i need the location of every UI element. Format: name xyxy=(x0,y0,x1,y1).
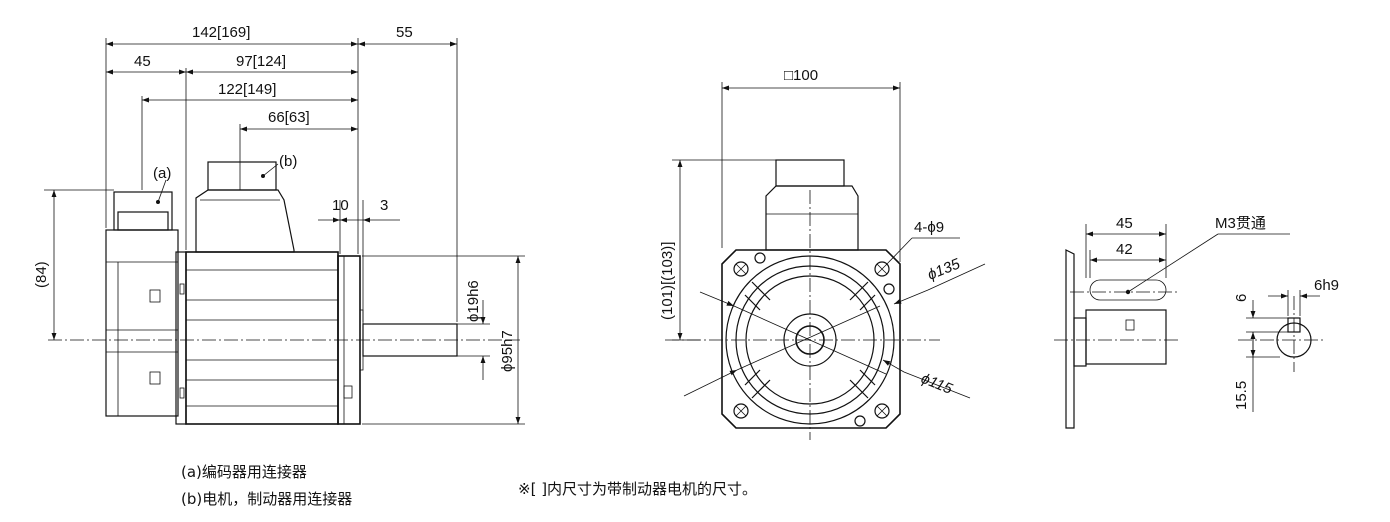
shaft-end-circle xyxy=(1276,322,1312,358)
dim-flange-circle: ϕ115 xyxy=(919,370,956,398)
encoder-connector xyxy=(113,191,173,231)
mounting-hole xyxy=(874,261,890,277)
dim-shaft-len-42: 42 xyxy=(1116,241,1133,258)
dim-shaft-len-45: 45 xyxy=(1116,215,1133,232)
flange-square xyxy=(721,249,901,429)
dim-to-motor-connector: 66[63] xyxy=(268,109,310,126)
encoder-housing xyxy=(105,229,179,417)
dim-key-depth: 15.5 xyxy=(1233,381,1250,410)
mounting-hole xyxy=(874,403,890,419)
spigot-circle xyxy=(783,313,837,367)
dim-body-length: 97[124] xyxy=(236,53,286,70)
dim-encoder-length: 45 xyxy=(134,53,151,70)
dim-spigot: 3 xyxy=(380,197,388,214)
mounting-hole xyxy=(733,261,749,277)
front-connector xyxy=(765,159,859,251)
pcd-circle xyxy=(725,255,895,425)
shaft-detail-side: 45 42 M3贯通 xyxy=(1054,215,1290,429)
dim-height-84: (84) xyxy=(33,261,50,288)
dim-holes: 4-ϕ9 xyxy=(914,219,944,236)
legend-a: (a)编码器用连接器 xyxy=(181,463,307,481)
dim-shaft-length: 55 xyxy=(396,24,413,41)
key xyxy=(1287,317,1301,333)
dim-key-width: 6h9 xyxy=(1314,277,1339,294)
callout-b: (b) xyxy=(279,153,297,170)
shaft-end xyxy=(795,325,825,355)
shaft-detail-end: 6h9 6 15.5 xyxy=(1233,277,1339,412)
side-view: 142[169] 55 45 97[124] 122[149] 66[63] 1… xyxy=(33,24,525,425)
dim-flange-thickness: 10 xyxy=(332,197,349,214)
shaft xyxy=(362,323,458,357)
dim-tap: M3贯通 xyxy=(1215,215,1266,232)
dim-overall-length: 142[169] xyxy=(192,24,250,41)
callout-a: (a) xyxy=(153,165,171,182)
dim-to-encoder-connector: 122[149] xyxy=(218,81,276,98)
dim-height-101: (101)[(103)] xyxy=(659,242,676,320)
dim-spigot-diameter: ϕ95h7 xyxy=(499,330,516,372)
front-view: □100 (101)[(103)] 4-ϕ9 ϕ135 ϕ115 xyxy=(659,67,986,440)
motor-connector xyxy=(195,161,295,253)
dim-key-height: 6 xyxy=(1233,294,1250,302)
dim-pcd: ϕ135 xyxy=(925,255,963,284)
legend-b: (b)电机，制动器用连接器 xyxy=(181,490,353,508)
dim-shaft-diameter: ϕ19h6 xyxy=(465,280,482,322)
dim-flange-square: □100 xyxy=(784,67,818,84)
motor-body xyxy=(185,251,353,425)
mounting-hole xyxy=(733,403,749,419)
footnote: ※[ ]内尺寸为带制动器电机的尺寸。 xyxy=(518,480,758,498)
